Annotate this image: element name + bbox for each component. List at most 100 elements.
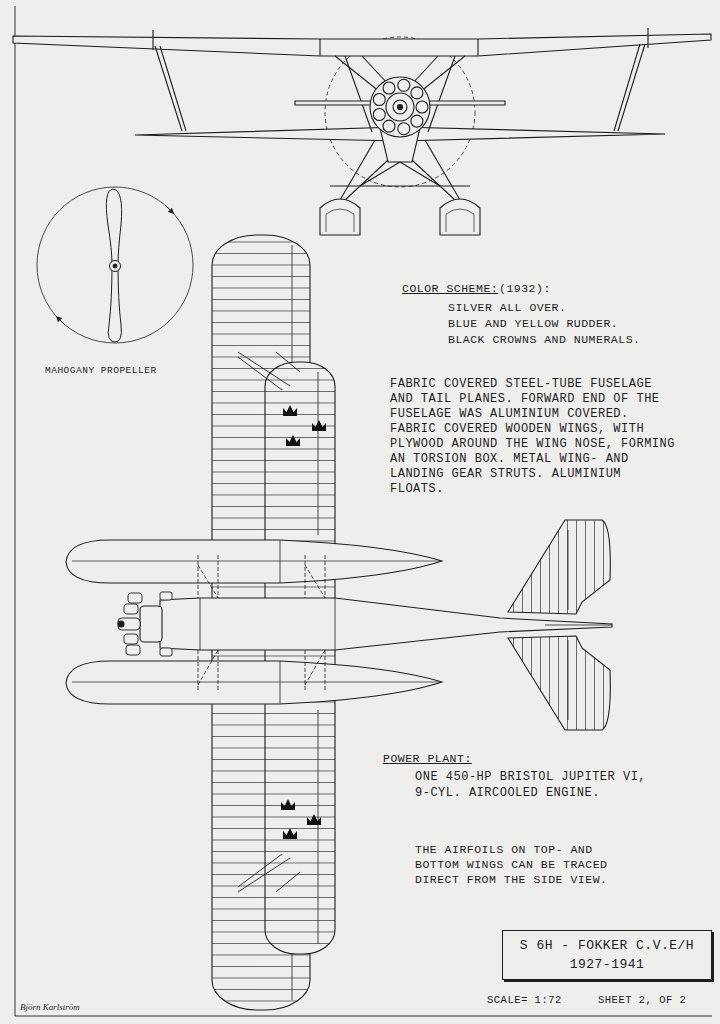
- front-view-part: [330, 185, 470, 186]
- front-view-part: [412, 160, 455, 200]
- crown-marking-part: [283, 828, 297, 839]
- part-label: MAHOGANY PROPELLER: [45, 365, 157, 377]
- front-view-part: [420, 56, 465, 92]
- front-view-part: [618, 44, 645, 131]
- plan-view-part-part: [238, 854, 282, 887]
- front-view-part: [335, 56, 380, 92]
- propeller-view-part: [106, 189, 121, 342]
- front-view-part: [400, 162, 440, 186]
- plan-view-part: [335, 598, 336, 650]
- front-view-part: [13, 34, 711, 56]
- front-view-part: [326, 209, 354, 232]
- propeller-view-part: [113, 264, 117, 268]
- plan-view-part: [72, 561, 440, 562]
- note-text: BLUE AND YELLOW RUDDER.: [448, 316, 618, 331]
- front-view-part: [160, 46, 186, 131]
- plan-view-part: [140, 606, 162, 642]
- plan-view-part-part: [198, 565, 218, 598]
- plan-view-part: [265, 362, 335, 954]
- front-view-part: [345, 56, 372, 132]
- note-text: SILVER ALL OVER.: [448, 300, 566, 315]
- front-view-part: [477, 39, 478, 56]
- note-text: THE AIRFOILS ON TOP- AND BOTTOM WINGS CA…: [415, 842, 625, 887]
- front-view-part: [428, 56, 455, 132]
- note-heading: POWER PLANT:: [383, 751, 472, 766]
- front-view-part: [370, 77, 430, 137]
- plan-view-part: [280, 661, 281, 704]
- front-view-part-part: [383, 82, 395, 94]
- plan-view-part-part: [218, 555, 219, 598]
- note-text: ONE 450-HP BRISTOL JUPITER VI, 9-CYL. AI…: [415, 769, 655, 801]
- front-view-part: [398, 105, 403, 110]
- sheet-label: SHEET 2, OF 2: [598, 993, 686, 1007]
- plan-view-part-part: [124, 634, 138, 644]
- plan-view-part-part: [325, 555, 326, 598]
- plan-view-part: [160, 598, 612, 650]
- sheet-frame-part: [15, 6, 16, 1016]
- crown-marking-part: [312, 420, 326, 431]
- plan-view-part: [200, 598, 201, 650]
- plan-view-part-part: [160, 648, 172, 656]
- plan-view-part: [280, 540, 281, 583]
- plan-view-part: [66, 661, 442, 704]
- note-text: FABRIC COVERED STEEL-TUBE FUSELAGE AND T…: [390, 377, 680, 497]
- plan-view-part: [545, 625, 612, 626]
- sheet-frame: [15, 6, 712, 1016]
- plan-view-part: [568, 530, 569, 610]
- propeller-view-part: [110, 261, 121, 272]
- plan-view-part: [198, 555, 325, 690]
- plan-view-part-part: [305, 650, 325, 685]
- note-heading: (1932):: [499, 281, 551, 296]
- date-text: 1927-1941: [513, 955, 701, 974]
- front-view-part: [614, 44, 640, 131]
- front-view-part: [325, 37, 475, 187]
- plan-view-part-part: [160, 592, 172, 600]
- plan-view-part-part: [325, 650, 326, 690]
- plan-view-part-part: [276, 352, 300, 372]
- propeller-view: [37, 187, 193, 343]
- crown-marking-part: [307, 814, 321, 825]
- front-view-part: [425, 140, 460, 200]
- propeller-view-part: [165, 205, 172, 212]
- plan-view-part: [508, 636, 610, 730]
- crown-marking-part: [281, 799, 295, 810]
- plan-view-part: [118, 621, 124, 627]
- front-view-part-part: [398, 79, 410, 91]
- title-text: S 6H - FOKKER C.V.E/H: [513, 936, 701, 955]
- note-heading: COLOR SCHEME:: [402, 281, 498, 296]
- plan-view-part-part: [198, 650, 218, 685]
- front-view-part: [340, 140, 375, 200]
- front-view-part: [412, 56, 438, 84]
- title-box: S 6H - FOKKER C.V.E/H1927-1941: [502, 930, 712, 980]
- front-view-part-part: [416, 101, 428, 113]
- plan-view-part-part: [218, 650, 219, 690]
- front-view-part: [155, 46, 182, 131]
- scale-label: SCALE= 1:72: [487, 993, 562, 1007]
- signature: Björn Karlström: [20, 1001, 80, 1013]
- front-view-part-part: [411, 87, 423, 99]
- plan-view-part: [318, 710, 319, 944]
- propeller-view-part: [58, 318, 65, 325]
- note-text: BLACK CROWNS AND NUMERALS.: [448, 332, 640, 347]
- propeller-view-part: [37, 187, 193, 343]
- plan-view-part: [118, 592, 172, 656]
- front-view-part: [345, 160, 388, 200]
- plan-view-part: [568, 640, 569, 720]
- front-view-part: [360, 162, 400, 186]
- front-view-part: [152, 30, 153, 50]
- front-view-part: [319, 39, 320, 56]
- plan-view-part: [66, 540, 442, 583]
- plan-view-part-part: [124, 604, 138, 614]
- front-view-part: [647, 28, 648, 48]
- plan-view-part: [508, 520, 610, 614]
- plan-view-part-part: [198, 555, 199, 598]
- plan-view-part-part: [128, 593, 142, 603]
- plan-view-part-part: [305, 555, 306, 598]
- front-view-part: [373, 79, 428, 134]
- plan-view-part-part: [276, 872, 300, 892]
- plan-view-part-part: [118, 618, 140, 630]
- crown-marking-part: [283, 405, 297, 416]
- front-view-part-part: [411, 115, 423, 127]
